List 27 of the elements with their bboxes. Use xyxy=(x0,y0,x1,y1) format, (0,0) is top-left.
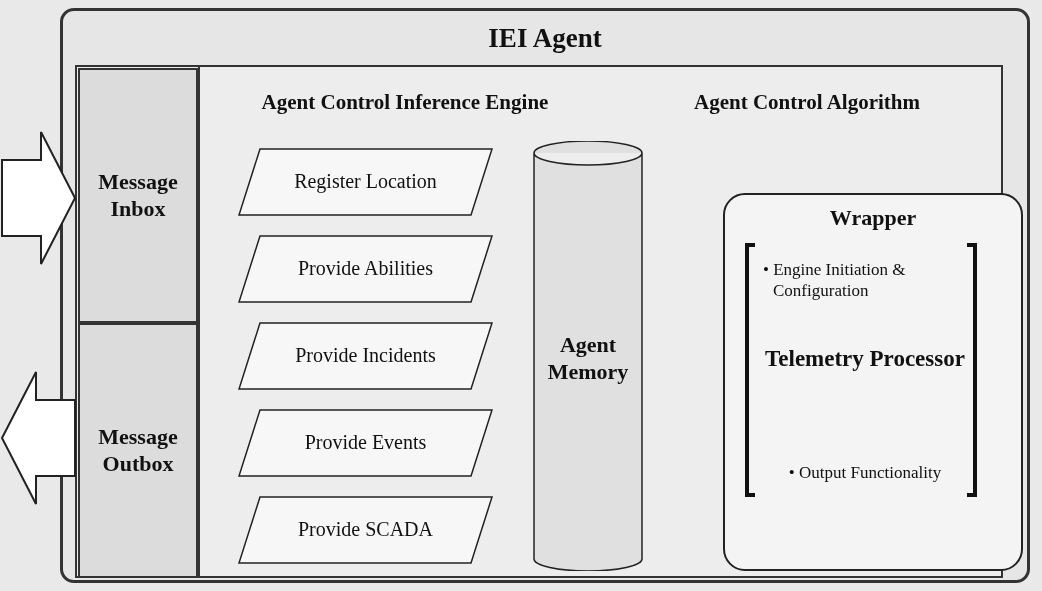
task-label: Provide Abilities xyxy=(297,257,434,280)
bullet-item: • Engine Initiation & Configuration xyxy=(763,259,907,301)
panel-heading: Message Inbox xyxy=(97,168,179,222)
panel-heading: Message Outbox xyxy=(97,423,179,477)
task-parallelogram xyxy=(238,322,493,390)
section-heading: Agent Control Inference Engine xyxy=(260,90,550,115)
mailbox-panel xyxy=(78,68,198,323)
task-parallelogram xyxy=(238,496,493,564)
mailbox-panel xyxy=(78,323,198,578)
block-arrow xyxy=(1,131,77,265)
wrapper-box xyxy=(723,193,1023,571)
memory-cylinder xyxy=(533,141,643,571)
task-label: Provide Events xyxy=(303,431,428,454)
bullet-item: • Output Functionality xyxy=(787,463,943,483)
wrapper-heading: Wrapper xyxy=(828,205,918,231)
agent-panel xyxy=(60,8,1030,583)
task-parallelogram xyxy=(238,409,493,477)
task-parallelogram xyxy=(238,148,493,216)
component-heading: Telemetry Processor xyxy=(765,345,965,373)
memory-label: Agent Memory xyxy=(546,331,630,385)
panel-heading: IEI Agent xyxy=(487,23,603,54)
block-arrow xyxy=(0,371,76,505)
task-label: Provide Incidents xyxy=(294,344,437,367)
task-label: Provide SCADA xyxy=(297,518,434,541)
task-parallelogram xyxy=(238,235,493,303)
section-heading: Agent Control Algorithm xyxy=(693,90,921,115)
task-label: Register Location xyxy=(293,170,438,193)
